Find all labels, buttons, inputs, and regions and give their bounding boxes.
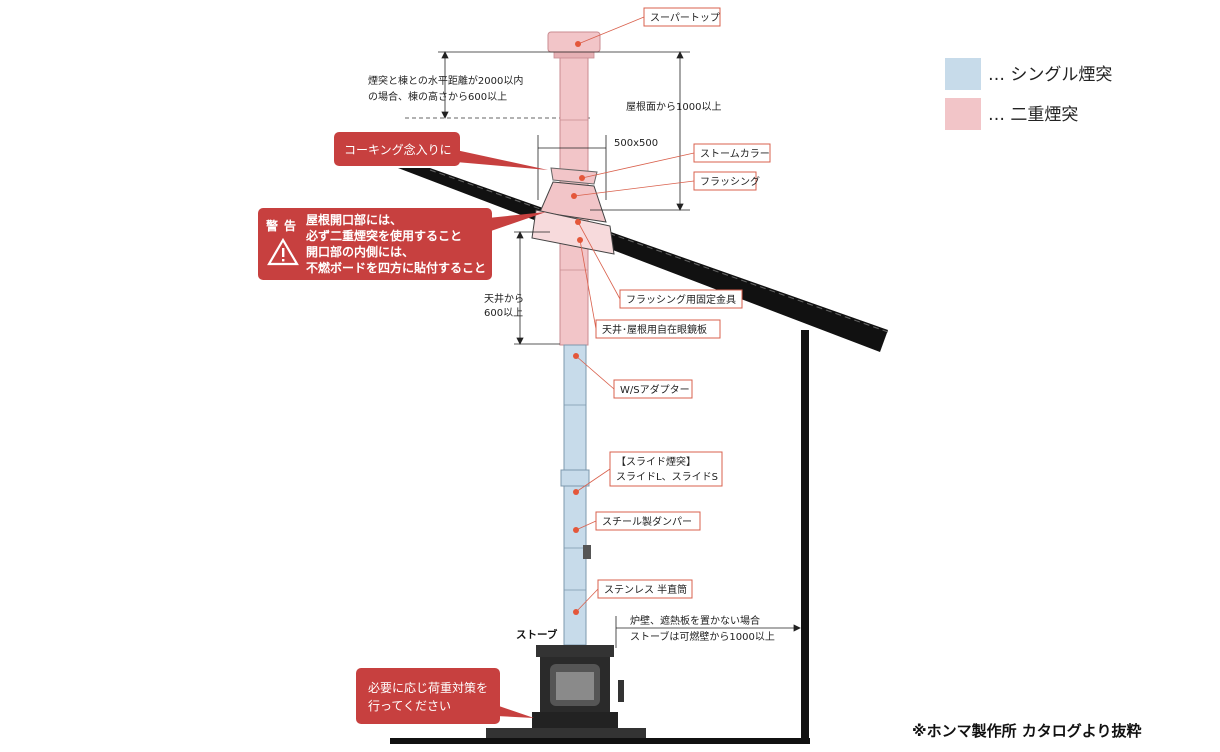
legend: … シングル煙突 … 二重煙突 (945, 58, 1112, 130)
component-labels: スーパートップ ストームカラー フラッシング フラッシング用固定金具 天井･屋根… (571, 7, 771, 615)
load-callout: 必要に応じ荷重対策を 行ってください (356, 668, 534, 724)
label-ceiling-plate: 天井･屋根用自在眼鏡板 (602, 323, 707, 336)
right-wall (801, 330, 809, 742)
warning-text-2: 必ず二重煙突を使用すること (305, 228, 462, 243)
hearth-base (486, 728, 646, 738)
label-stove: ストーブ (516, 628, 558, 641)
caulking-callout-text: コーキング念入りに (344, 142, 452, 157)
caulking-callout: コーキング念入りに (334, 132, 548, 170)
warning-tag-1: 警 (265, 218, 278, 233)
floor (390, 738, 810, 744)
warning-text-4: 不燃ボードを四方に貼付すること (306, 260, 486, 275)
label-flashing: フラッシング (700, 175, 760, 188)
wall-distance-text-1: 炉壁、遮熱板を置かない場合 (630, 614, 760, 627)
warning-text-1: 屋根開口部には、 (306, 212, 402, 227)
damper-handle (583, 545, 591, 559)
warning-triangle-icon (267, 237, 299, 266)
label-super-top: スーパートップ (650, 12, 720, 24)
flashing (539, 181, 607, 223)
legend-swatch-single (945, 58, 981, 90)
single-flue-section (560, 344, 591, 646)
legend-swatch-double (945, 98, 981, 130)
wall-distance-text-2: ストーブは可燃壁から1000以上 (630, 630, 775, 643)
legend-double-text: … 二重煙突 (988, 105, 1078, 125)
label-storm-collar: ストームカラー (700, 148, 770, 160)
ceiling-distance-text-2: 600以上 (484, 307, 523, 319)
label-half-pipe: ステンレス 半直筒 (604, 583, 687, 596)
storm-collar (550, 167, 598, 185)
opening-size-text: 500x500 (614, 138, 658, 149)
legend-single-text: … シングル煙突 (988, 65, 1112, 85)
label-slide-flue-title: 【スライド煙突】 (616, 455, 696, 468)
wall-structure (390, 330, 810, 744)
label-flashing-bracket: フラッシング用固定金具 (626, 293, 736, 306)
label-ws-adapter: W/Sアダプター (620, 383, 690, 396)
roof-opening-plate (531, 209, 615, 255)
ridge-distance-text-2: の場合、棟の高さから600以上 (368, 90, 507, 103)
super-top-cap (547, 31, 601, 59)
roof (398, 168, 889, 352)
warning-tag-2: 告 (284, 218, 296, 233)
warning-text-3: 開口部の内側には、 (306, 244, 414, 259)
ridge-distance-text-1: 煙突と棟との水平距離が2000以内 (368, 74, 523, 87)
label-slide-flue-types: スライドL、スライドS (616, 471, 718, 483)
label-damper: スチール製ダンパー (602, 515, 692, 528)
ceiling-distance-text-1: 天井から (484, 292, 524, 305)
dimension-lines (438, 51, 801, 648)
stove-illustration (532, 645, 624, 728)
load-callout-text-1: 必要に応じ荷重対策を (368, 681, 488, 695)
source-credit: ※ホンマ製作所 カタログより抜粋 (912, 722, 1142, 740)
roof-height-text: 屋根面から1000以上 (626, 100, 721, 113)
load-callout-text-2: 行ってください (368, 699, 451, 713)
warning-callout: 警 告 屋根開口部には、 必ず二重煙突を使用すること 開口部の内側には、 不燃ボ… (258, 208, 546, 280)
